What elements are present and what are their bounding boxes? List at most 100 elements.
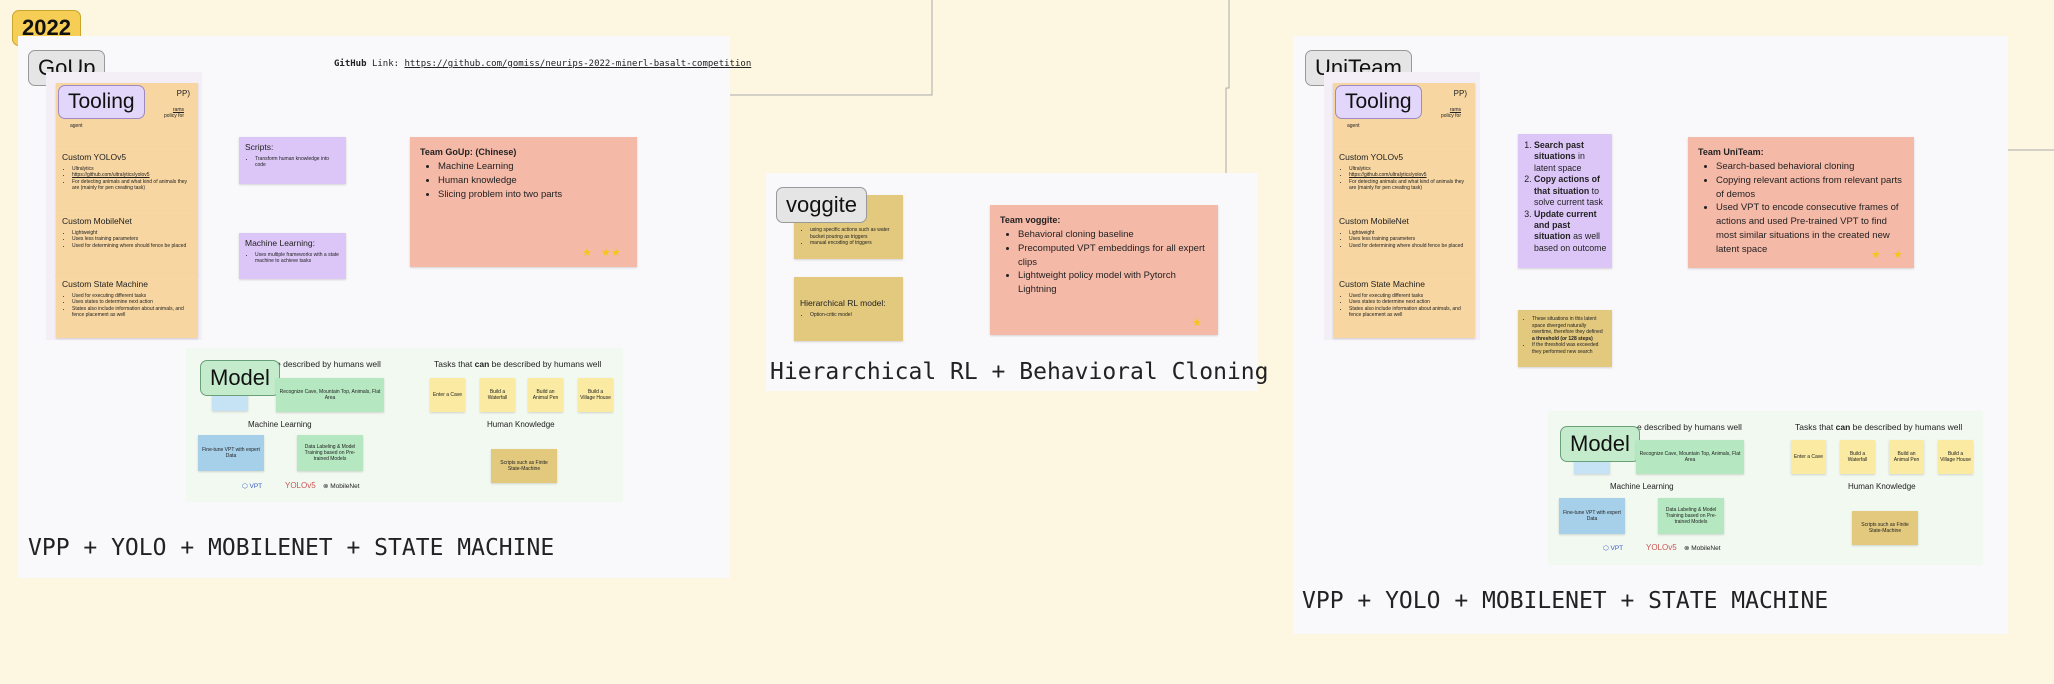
hk-label: Human Knowledge (487, 420, 555, 429)
task-sticky: Build a Village House (1938, 440, 1973, 474)
yolo-logo: YOLOv5 (285, 481, 316, 490)
tool-link[interactable]: https://github.com/ultralytics/yolov5 (72, 172, 192, 179)
step-bold: Update current and past situation (1534, 208, 1597, 242)
finetune-sticky: Fine-tune VPT with expert Data (1559, 498, 1625, 534)
sticky-peek-text: rams (172, 107, 184, 113)
task-sticky: Build an Animal Pen (1889, 440, 1924, 474)
sticky-title: Scripts: (245, 142, 274, 152)
team-title: Team voggite: (1000, 215, 1061, 225)
tool-bullet: Used for determining where should fence … (1349, 243, 1469, 250)
voggite-bottom-title: Hierarchical RL + Behavioral Cloning (770, 359, 1269, 385)
team-title: Team GoUp: (Chinese) (420, 147, 517, 157)
tool-bullet: Ultralytics (1349, 166, 1469, 173)
voggite-hrl-sticky: Hierarchical RL model: Option-critic mod… (794, 277, 903, 341)
star-icon: ★ (1192, 317, 1202, 329)
uniteam-team-sticky: Team UniTeam: Search-based behavioral cl… (1688, 137, 1914, 268)
sticky-peek-text: policy for (1440, 113, 1461, 119)
goup-scripts-sticky: Scripts: Transform human knowledge into … (239, 137, 346, 184)
uniteam-mobilenet-sticky: Custom MobileNet LightweightUses less tr… (1333, 211, 1475, 275)
task-sticky: Build an Animal Pen (528, 378, 563, 412)
tool-bullet: Ultralytics (72, 166, 192, 173)
heading-part: Tasks that (1795, 422, 1836, 432)
github-url[interactable]: https://github.com/gomiss/neurips-2022-m… (404, 59, 752, 69)
model-left-heading: e described by humans well (276, 359, 381, 369)
team-bullet: Machine Learning (438, 160, 627, 174)
sticky-bullet: a threshold (or 128 steps) (1532, 335, 1593, 342)
recognize-sticky: Recognize Cave, Mountain Top, Animals, F… (1636, 440, 1744, 474)
github-link[interactable]: GitHub Link: https://github.com/gomiss/n… (334, 59, 751, 69)
goup-yolo-sticky: Custom YOLOv5 Ultralyticshttps://github.… (56, 147, 198, 211)
logo-text: VPT (1610, 545, 1624, 552)
ml-label: Machine Learning (248, 420, 312, 429)
tool-title: Custom State Machine (62, 279, 148, 289)
model-right-heading: Tasks that can be described by humans we… (1795, 422, 1962, 432)
heading-part: be described by humans well (489, 359, 602, 369)
tool-bullet: Used for executing different tasks (72, 293, 192, 300)
goup-state-machine-sticky: Custom State Machine Used for executing … (56, 274, 198, 338)
sticky-bullet: Uses multiple frameworks with a state ma… (255, 252, 340, 265)
labeling-sticky: Data Labeling & Model Training based on … (297, 435, 363, 471)
team-bullet: Search-based behavioral cloning (1716, 160, 1904, 174)
scripts-fsm-sticky: Scripts such as Finite State-Machine (491, 449, 557, 483)
tool-bullet: Lightweight (72, 230, 192, 237)
sticky-peek-text: agent (1347, 123, 1360, 129)
team-bullet: Behavioral cloning baseline (1018, 228, 1208, 242)
tool-bullet: Lightweight (1349, 230, 1469, 237)
tool-title: Custom MobileNet (62, 216, 132, 226)
tool-bullet: Used for determining where should fence … (72, 243, 192, 250)
github-link-word: Link: (371, 59, 400, 69)
task-sticky: Build a Village House (578, 378, 613, 412)
mobilenet-logo: ⊗ MobileNet (1684, 545, 1721, 552)
tool-title: Custom YOLOv5 (62, 152, 127, 162)
sticky-peek-text: policy for (163, 113, 184, 119)
sticky-peek-text: agent (70, 123, 83, 129)
sticky-bullet: If the threshold was exceeded they perfo… (1532, 342, 1608, 355)
tool-bullet: Uses states to determine next action (1349, 299, 1469, 306)
sticky-bullet: Option-critic model (810, 312, 897, 319)
labeling-sticky: Data Labeling & Model Training based on … (1658, 498, 1724, 534)
logo-text: MobileNet (1691, 545, 1721, 552)
tool-link[interactable]: https://github.com/ultralytics/yolov5 (1349, 172, 1469, 179)
yolo-logo: YOLOv5 (1646, 543, 1677, 552)
task-sticky: Enter a Cave (430, 378, 465, 412)
tool-bullet: For detecting animals and what kind of a… (72, 179, 192, 192)
step-bold: Copy actions of that situation (1534, 174, 1600, 196)
tooling-peek-text: PP) (176, 89, 190, 98)
star-icon: ★ (601, 247, 611, 259)
logo-text: VPT (249, 483, 263, 490)
task-sticky: Enter a Cave (1791, 440, 1826, 474)
team-bullet: Human knowledge (438, 174, 627, 188)
hk-label: Human Knowledge (1848, 482, 1916, 491)
team-title: Team UniTeam: (1698, 147, 1764, 157)
goup-model-tag: Model (200, 360, 280, 396)
tool-bullet: For detecting animals and what kind of a… (1349, 179, 1469, 192)
sticky-title: Machine Learning: (245, 238, 315, 248)
heading-part: be described by humans well (1850, 422, 1963, 432)
tool-title: Custom YOLOv5 (1339, 152, 1404, 162)
star-icon: ★ (611, 247, 621, 259)
voggite-team-sticky: Team voggite: Behavioral cloning baselin… (990, 205, 1218, 335)
goup-tooling-tag: Tooling (58, 85, 145, 119)
tool-bullet: Uses less training parameters (72, 236, 192, 243)
heading-part: Tasks that (434, 359, 475, 369)
team-bullet: Used VPT to encode consecutive frames of… (1716, 201, 1904, 256)
uniteam-tooling-tag: Tooling (1335, 85, 1422, 119)
uniteam-bottom-title: VPP + YOLO + MOBILENET + STATE MACHINE (1302, 588, 1829, 614)
step-bold: Search past situations (1534, 140, 1584, 162)
model-left-heading: e described by humans well (1637, 422, 1742, 432)
sticky-peek-text: rams (1449, 107, 1461, 113)
sticky-bullet: Transform human knowledge into code (255, 156, 340, 169)
tool-bullet: States also include information about an… (1349, 306, 1469, 319)
heading-bold: can (474, 359, 490, 369)
task-sticky: Build a Waterfall (480, 378, 515, 412)
model-peek-sticky (212, 393, 248, 411)
team-bullet: Slicing problem into two parts (438, 188, 627, 202)
logo-text: MobileNet (330, 483, 360, 490)
uniteam-state-machine-sticky: Custom State Machine Used for executing … (1333, 274, 1475, 338)
star-icon: ★ (1871, 249, 1881, 261)
uniteam-note-sticky: These situations in this latent space di… (1518, 310, 1612, 367)
step-item: Search past situations in latent space (1534, 140, 1608, 174)
team-bullet: Precomputed VPT embeddings for all exper… (1018, 242, 1208, 270)
tool-bullet: Uses states to determine next action (72, 299, 192, 306)
tooling-peek-text: PP) (1453, 89, 1467, 98)
